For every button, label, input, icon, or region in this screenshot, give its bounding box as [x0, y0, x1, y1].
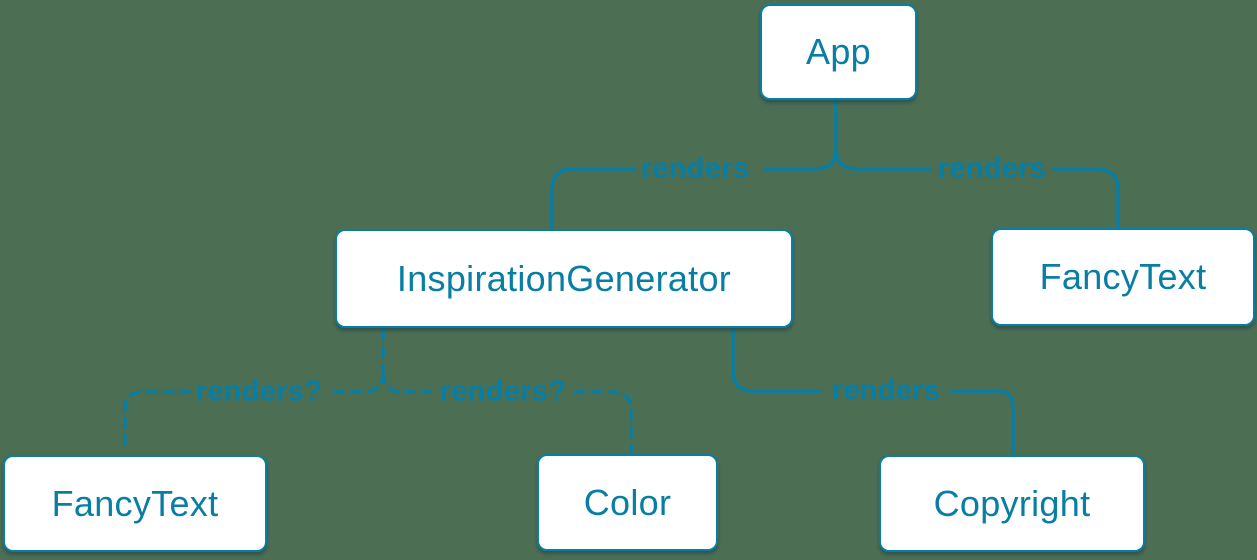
edge-inspirationgenerator-color	[381, 371, 633, 453]
node-copyright: Copyright	[879, 455, 1145, 552]
edge-label-renders-ig-color: renders?	[439, 375, 567, 408]
edge-label-renders-ig-fancytext: renders?	[195, 375, 323, 408]
edge-label-renders-app-ig: renders	[640, 152, 750, 185]
edge-ig-color-line	[381, 371, 432, 394]
edge-ig-copyright-line2	[950, 389, 1015, 455]
node-label: Copyright	[933, 482, 1091, 524]
node-label: FancyText	[1039, 256, 1207, 297]
node-fancy-text-bottom: FancyText	[3, 455, 267, 552]
node-label: App	[806, 31, 871, 72]
edge-ig-color-line2	[573, 390, 633, 453]
node-fancy-text-top: FancyText	[991, 228, 1255, 326]
edge-app-fancytext-line2	[1052, 167, 1120, 229]
node-label: FancyText	[51, 482, 219, 524]
node-inspiration-generator: InspirationGenerator	[335, 229, 793, 328]
edge-app-inspirationgenerator-line	[763, 147, 838, 171]
edge-app-fancytext	[834, 147, 1120, 229]
node-color: Color	[537, 454, 718, 551]
edge-app-inspirationgenerator-line2	[550, 167, 637, 229]
edge-app-fancytext-line	[834, 147, 932, 171]
edge-ig-copyright-line	[731, 328, 822, 393]
edge-ig-fancytext-line2	[123, 390, 192, 454]
edge-ig-fancytext-line	[330, 371, 385, 394]
edge-inspirationgenerator-copyright	[731, 328, 1015, 455]
edge-label-renders-ig-copyright: renders	[831, 374, 941, 407]
node-label: Color	[583, 481, 672, 523]
node-app: App	[760, 4, 917, 100]
edge-label-renders-app-fancytext: renders	[937, 152, 1047, 185]
node-label: InspirationGenerator	[396, 257, 732, 299]
